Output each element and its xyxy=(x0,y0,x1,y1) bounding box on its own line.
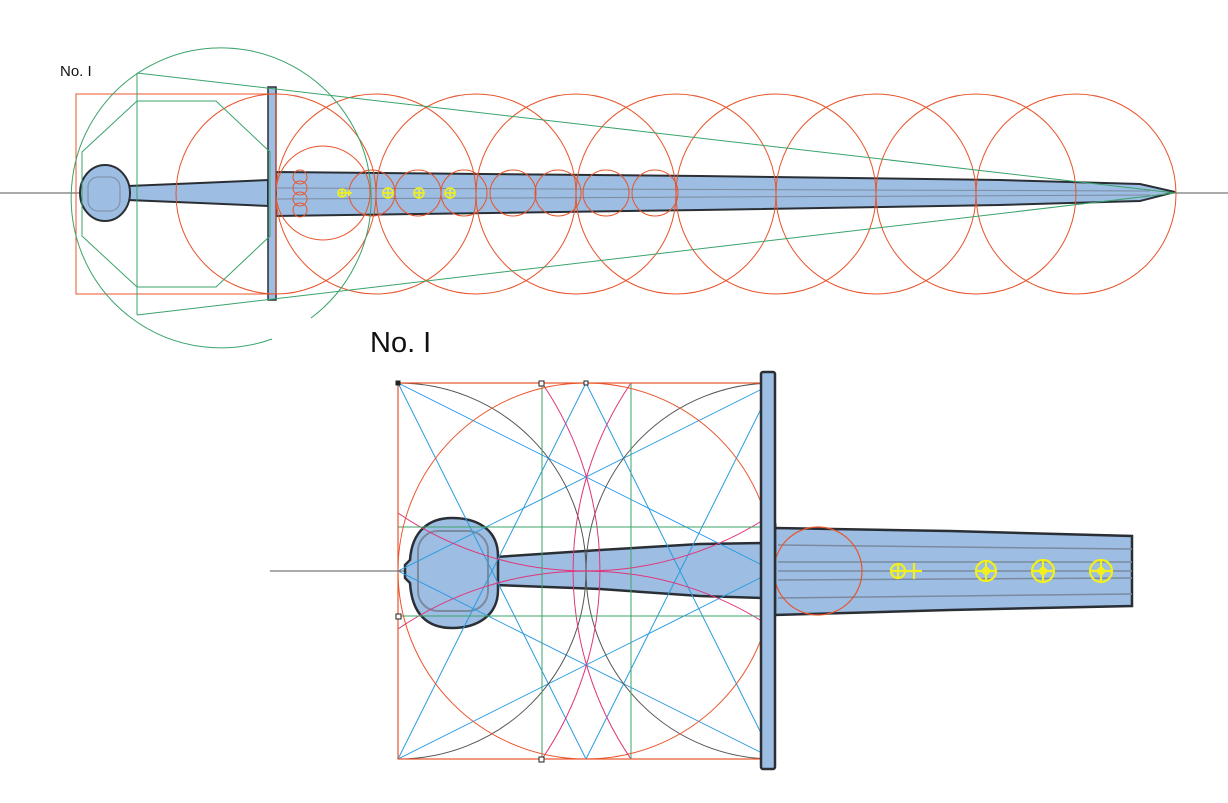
bottom-grip xyxy=(493,541,764,600)
top-inlay-symbols xyxy=(337,187,456,199)
bottom-sword-label: No. I xyxy=(370,327,432,359)
inlay-flower-icon xyxy=(1030,558,1056,584)
top-crossguard xyxy=(267,86,277,301)
inlay-flower-icon xyxy=(974,559,998,583)
inlay-cross-icon xyxy=(889,562,922,580)
bottom-fuller-lines xyxy=(777,544,1133,599)
top-red-construction xyxy=(75,93,1177,295)
inlay-flower-icon xyxy=(413,187,425,199)
bottom-inlay-symbols xyxy=(889,558,1114,584)
bottom-pommel xyxy=(403,516,500,630)
top-construction-circle xyxy=(975,93,1177,295)
top-sword-label: No. I xyxy=(60,63,92,80)
top-grip xyxy=(127,178,269,208)
top-sword xyxy=(0,47,1228,349)
top-green-construction xyxy=(70,47,1176,349)
top-pommel-face xyxy=(87,176,121,212)
bottom-construction xyxy=(398,383,774,759)
top-blade xyxy=(275,170,1176,218)
bottom-sword xyxy=(270,370,1134,771)
top-construction-circle xyxy=(875,93,1077,295)
inlay-flower-icon xyxy=(1088,558,1114,584)
inlay-flower-icon xyxy=(382,187,394,199)
green-construction-lines xyxy=(398,383,774,759)
bottom-crossguard xyxy=(759,370,777,771)
inlay-flower-icon xyxy=(444,187,456,199)
inlay-cross-icon xyxy=(337,188,352,198)
top-fuller-line xyxy=(275,194,1151,200)
pink-construction-arcs xyxy=(398,383,774,759)
bottom-pommel-face xyxy=(417,530,489,612)
